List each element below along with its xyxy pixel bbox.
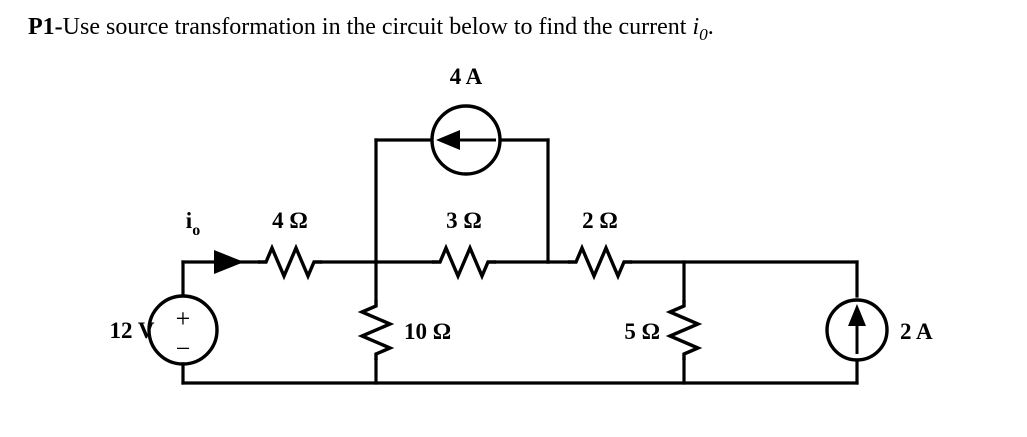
current-io-label: io (186, 208, 200, 239)
resistor-10ohm-body (357, 300, 395, 360)
resistor-4ohm-label: 4 Ω (272, 208, 308, 233)
voltage-source-minus-sign: − (176, 334, 191, 363)
page-title: P1-Use source transformation in the circ… (28, 14, 714, 44)
current-symbol: i (692, 14, 700, 40)
resistor-2ohm-label: 2 Ω (582, 208, 618, 233)
current-io-symbol: i (186, 208, 193, 233)
problem-statement: Use source transformation in the circuit… (62, 14, 693, 40)
resistor-5ohm-label: 5 Ω (624, 319, 660, 344)
current-io-subscript: o (192, 222, 200, 239)
current-io-arrow-head (214, 250, 244, 274)
current-source-4a-arrow-head (436, 130, 460, 150)
resistor-5ohm-body (665, 300, 703, 360)
current-subscript: 0 (699, 24, 708, 44)
resistor-4ohm-body (258, 243, 322, 281)
resistor-2ohm-body (568, 243, 632, 281)
current-source-4a-label: 4 A (450, 64, 483, 89)
voltage-source-plus-sign: + (176, 304, 191, 333)
voltage-source-12v-label: 12 V (110, 318, 155, 343)
resistor-3ohm-label: 3 Ω (446, 208, 482, 233)
title-period: . (707, 14, 714, 40)
problem-number: P1- (28, 14, 63, 40)
resistor-10ohm-label: 10 Ω (404, 319, 451, 344)
current-source-2a-label: 2 A (900, 319, 933, 344)
resistor-3ohm-body (432, 243, 496, 281)
current-source-2a-arrow-head (848, 304, 866, 326)
